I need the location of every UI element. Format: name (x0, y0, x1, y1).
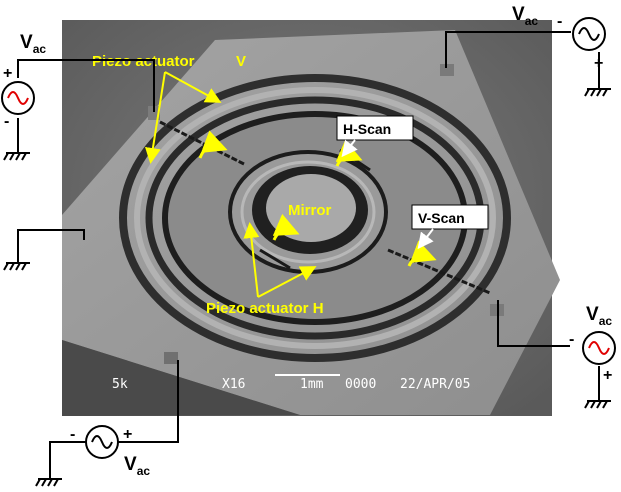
rotation-arrow-v-left (198, 130, 228, 159)
annotations: Piezo actuator V Mirror Piezo actuator H… (92, 53, 489, 317)
ac-source-right: Vac - + (569, 304, 616, 384)
sem-magnification: X16 (222, 377, 245, 392)
plus-sign: + (594, 55, 603, 72)
sine-wave-icon (578, 27, 600, 41)
label-v-scan: V-Scan (418, 210, 465, 226)
sem-image: 5k X16 1mm 0000 22/APR/05 (62, 20, 560, 416)
sine-wave-icon (7, 91, 29, 105)
label-mirror: Mirror (288, 202, 332, 219)
rotation-arrow-v-right (407, 240, 437, 267)
sine-wave-icon (91, 435, 113, 449)
sine-wave-icon (588, 341, 610, 355)
ac-source-top-right: Vac - + (512, 4, 606, 72)
sem-date: 22/APR/05 (400, 377, 470, 392)
plus-sign: + (123, 426, 132, 443)
sem-voltage: 5k (112, 377, 128, 392)
outer-gimbal-ring (119, 74, 511, 362)
plus-sign: + (603, 367, 612, 384)
minus-sign: - (70, 426, 75, 443)
wiring (17, 31, 600, 478)
rotation-arrow-h-bottom (272, 213, 300, 241)
sem-frame: 0000 (345, 377, 376, 392)
ground-symbols (3, 88, 611, 487)
minus-sign: - (4, 113, 9, 130)
minus-sign: - (557, 13, 562, 30)
ground-icon (584, 400, 611, 409)
svg-text:Vac: Vac (512, 4, 538, 28)
ground-icon (584, 88, 611, 97)
svg-text:Vac: Vac (20, 32, 46, 56)
label-h-scan: H-Scan (343, 121, 391, 137)
ac-source-bottom: Vac - + (70, 425, 150, 478)
minus-sign: - (569, 331, 574, 348)
torsion-bar-h-bottom (259, 248, 291, 270)
sem-info-bar: 5k X16 1mm 0000 22/APR/05 (112, 374, 470, 392)
sem-scale: 1mm (300, 377, 324, 392)
plus-sign: + (3, 65, 12, 82)
label-piezo-actuator-h: Piezo actuator H (206, 300, 324, 317)
label-piezo-v-suffix: V (236, 53, 246, 70)
svg-text:Vac: Vac (586, 304, 612, 328)
ground-icon (35, 478, 62, 487)
label-piezo-actuator-v: Piezo actuator (92, 53, 195, 70)
ground-icon (3, 262, 30, 271)
torsion-bar-v-right (387, 248, 491, 295)
ac-source-top-left: Vac + - (1, 32, 46, 130)
ground-icon (3, 152, 30, 161)
svg-text:Vac: Vac (124, 454, 150, 478)
